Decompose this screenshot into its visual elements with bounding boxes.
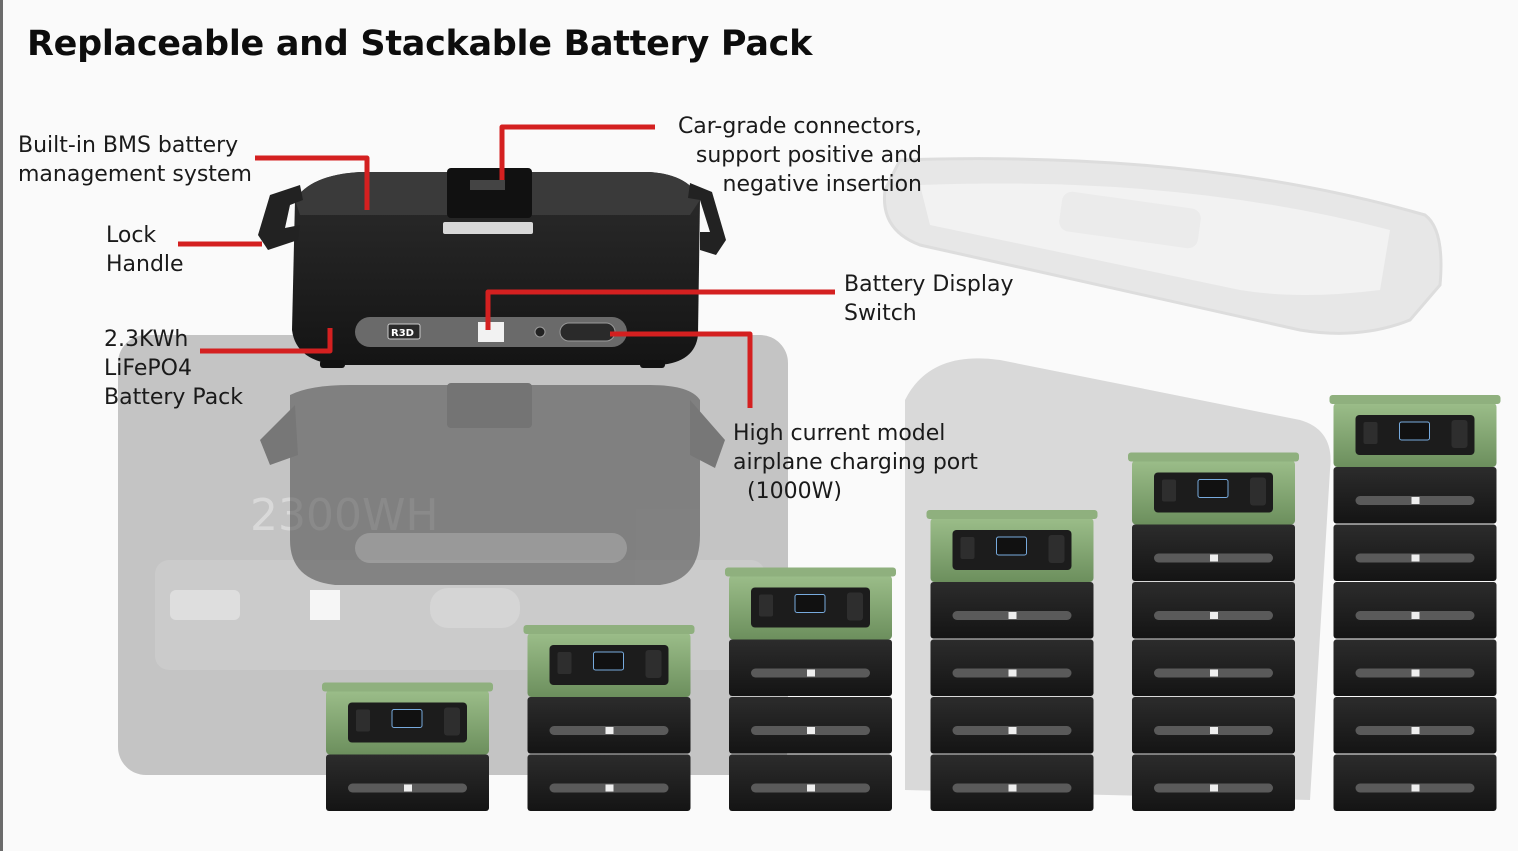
stack-control-unit — [1128, 452, 1299, 525]
stack-battery-module — [1132, 754, 1295, 811]
stack-control-unit — [725, 567, 896, 640]
slide-edge — [0, 0, 3, 851]
stack-control-unit — [523, 625, 695, 697]
stack-battery-module — [1333, 467, 1497, 524]
stack-5 — [1128, 452, 1299, 811]
stack-battery-module — [1132, 582, 1295, 639]
leader-bms — [255, 155, 370, 210]
stack-battery-module — [1333, 524, 1497, 581]
stack-battery-module — [930, 754, 1094, 811]
stack-battery-module — [1132, 697, 1295, 754]
stack-3 — [725, 567, 896, 811]
charging-port — [559, 322, 616, 342]
stack-1 — [322, 682, 493, 811]
stack-battery-module — [1132, 524, 1295, 581]
stack-6 — [1329, 395, 1501, 811]
stack-battery-module — [1333, 754, 1497, 811]
left-handle — [258, 185, 303, 250]
stack-battery-module — [527, 754, 691, 811]
stack-control-unit — [322, 682, 493, 755]
ghost-battery-pack — [260, 383, 725, 585]
stack-battery-module — [1333, 639, 1497, 696]
stack-control-unit — [926, 510, 1098, 582]
leader-display — [485, 289, 835, 330]
stack-4 — [926, 510, 1098, 811]
stack-battery-module — [1333, 582, 1497, 639]
power-switch — [534, 326, 546, 338]
display-window — [478, 322, 504, 342]
stack-battery-module — [930, 697, 1094, 754]
stack-battery-module — [1333, 697, 1497, 754]
stack-battery-module — [527, 697, 691, 754]
right-handle — [688, 183, 726, 255]
slide-title: Replaceable and Stackable Battery Pack — [27, 24, 813, 64]
stack-control-unit — [1329, 395, 1501, 467]
brand-badge: R3D — [391, 328, 414, 339]
stack-battery-module — [1132, 639, 1295, 696]
stack-battery-module — [729, 639, 892, 696]
stack-battery-module — [930, 639, 1094, 696]
leader-port — [610, 331, 753, 408]
stack-2 — [523, 625, 695, 811]
leader-connectors — [499, 124, 655, 180]
stack-battery-module — [729, 697, 892, 754]
stack-row — [322, 395, 1501, 811]
stack-battery-module — [729, 754, 892, 811]
callout-connectors: Car-grade connectors,support positive an… — [677, 114, 922, 197]
battery-pack: R3D — [258, 168, 726, 368]
stack-battery-module — [326, 754, 489, 811]
leader-pack — [200, 328, 333, 354]
stack-battery-module — [930, 582, 1094, 639]
leader-lines — [178, 124, 835, 408]
top-connector — [447, 168, 532, 218]
background-lid — [882, 157, 1443, 335]
